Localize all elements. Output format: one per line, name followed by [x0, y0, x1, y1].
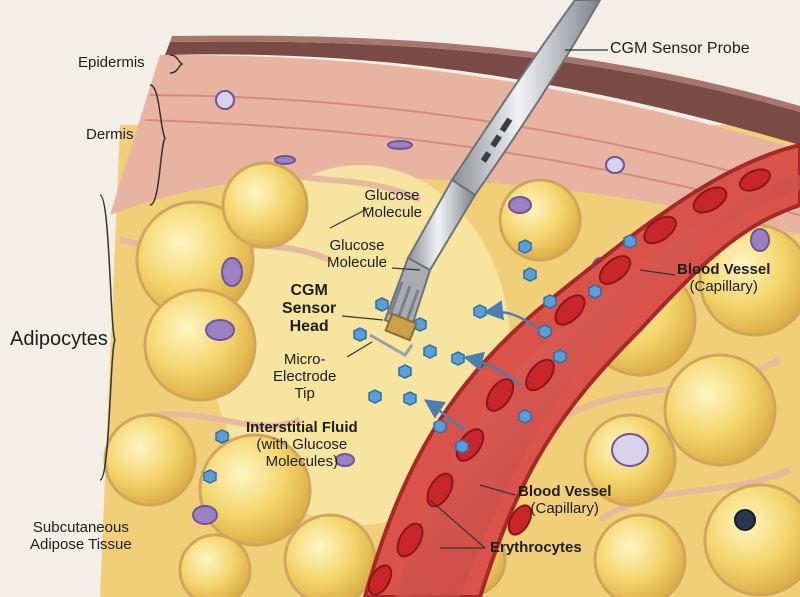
label-epidermis: Epidermis — [78, 54, 145, 71]
erythrocytes — [367, 168, 771, 596]
diffusion-arrows — [423, 300, 541, 432]
label-subcutaneous-line1: Subcutaneous — [32, 519, 129, 536]
epidermis-layer — [165, 41, 800, 145]
label-vessel-upper-line2: (Capillary) — [689, 277, 758, 295]
label-blood-vessel-upper: Blood Vessel (Capillary) — [677, 261, 771, 296]
label-interstitial-line1: Interstitial Fluid — [246, 419, 358, 436]
glucose-molecules — [203, 234, 637, 484]
label-subcutaneous-adipose-tissue: Subcutaneous Adipose Tissue — [30, 519, 132, 554]
label-interstitial-line2: (with Glucose — [256, 435, 348, 453]
layer-brackets — [99, 54, 184, 481]
label-subcutaneous-line2: Adipose Tissue — [30, 535, 132, 553]
label-sensor-head-line3: Head — [289, 317, 329, 335]
label-dermis: Dermis — [86, 126, 134, 143]
label-blood-vessel-lower: Blood Vessel (Capillary) — [518, 483, 612, 518]
label-glucose-upper-line1: Glucose — [364, 187, 420, 204]
label-glucose-upper-line2: Molecule — [362, 203, 423, 221]
label-interstitial-fluid: Interstitial Fluid (with Glucose Molecul… — [246, 419, 358, 470]
label-cgm-sensor-head: CGM Sensor Head — [282, 282, 336, 336]
sensor-head-chip — [384, 312, 418, 342]
label-vessel-lower-line2: (Capillary) — [530, 499, 599, 517]
blood-vessel — [362, 142, 800, 597]
label-electrode-line2: Electrode — [273, 367, 337, 385]
label-sensor-head-line1: CGM — [290, 282, 328, 299]
tissue-nuclei — [192, 90, 770, 531]
cgm-probe — [369, 0, 602, 357]
label-sensor-head-line2: Sensor — [282, 299, 337, 317]
label-adipocytes: Adipocytes — [10, 328, 108, 350]
label-glucose-molecule-upper: Glucose Molecule — [362, 187, 423, 222]
label-electrode-line3: Tip — [294, 384, 315, 402]
label-glucose-lower-line2: Molecule — [327, 253, 388, 271]
leader-lines — [329, 49, 676, 549]
label-micro-electrode-tip: Micro- Electrode Tip — [273, 351, 337, 402]
label-glucose-molecule-lower: Glucose Molecule — [327, 237, 388, 272]
label-cgm-sensor-probe: CGM Sensor Probe — [610, 40, 750, 57]
label-vessel-upper-line1: Blood Vessel — [677, 261, 771, 278]
label-vessel-lower-line1: Blood Vessel — [518, 483, 612, 500]
label-electrode-line1: Micro- — [283, 351, 326, 368]
label-glucose-lower-line1: Glucose — [329, 237, 385, 254]
label-erythrocytes: Erythrocytes — [490, 539, 582, 556]
label-interstitial-line3: Molecules) — [265, 452, 339, 470]
